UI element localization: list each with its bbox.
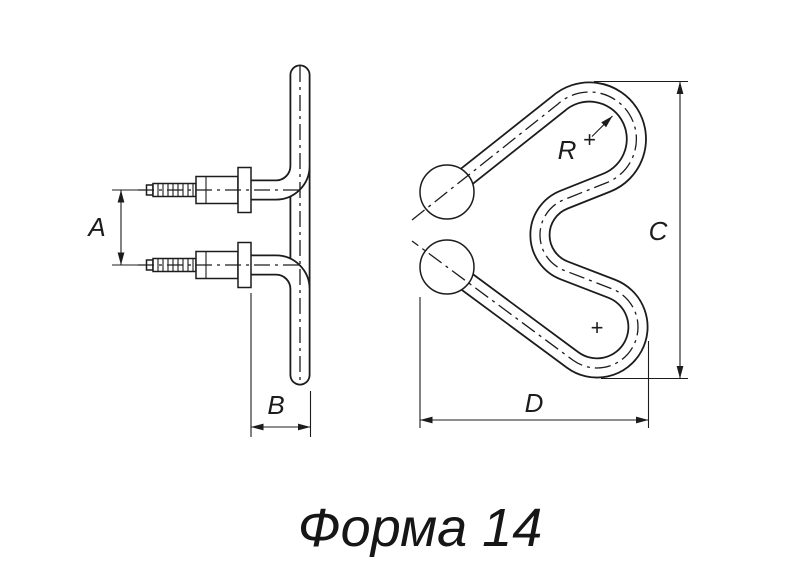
dim-d-label: D <box>525 388 544 418</box>
dim-d: D <box>419 297 650 428</box>
centerlines <box>138 66 639 384</box>
dim-b: B <box>250 293 312 437</box>
radius-annotation: R + + <box>558 115 613 340</box>
dimensions: A B C D R + + <box>86 80 688 437</box>
radius-label: R <box>558 135 577 165</box>
arc-center-mark-top: + <box>583 127 596 152</box>
tube-lower-bend-bore <box>250 256 309 315</box>
side-view <box>145 64 311 386</box>
arc-center-mark-bottom: + <box>591 315 604 340</box>
centerline-front-tube <box>411 91 639 369</box>
tube-upper-bend-bore <box>250 140 309 199</box>
dim-a: A <box>86 189 147 266</box>
front-view <box>419 81 649 379</box>
radius-leader-arrow <box>591 115 613 137</box>
drawing-caption: Форма 14 <box>298 498 543 558</box>
dim-c-label: C <box>649 216 668 246</box>
dim-c: C <box>594 80 688 380</box>
dim-a-label: A <box>86 212 105 242</box>
dim-b-label: B <box>267 390 284 420</box>
